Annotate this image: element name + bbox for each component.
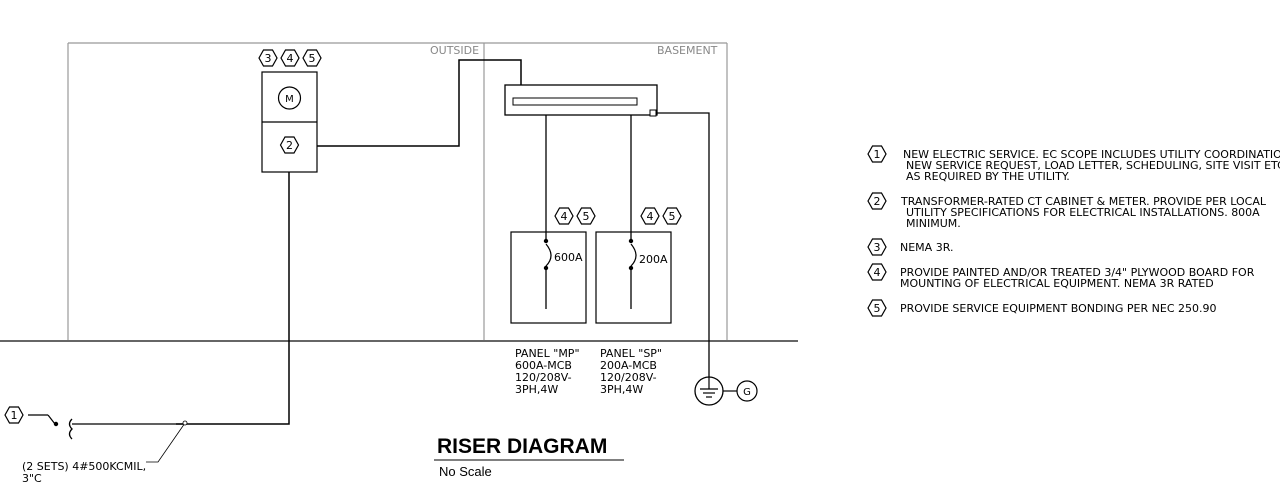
meter-tag-5: 5: [309, 52, 316, 65]
svg-text:5: 5: [583, 210, 590, 223]
leader-line: [146, 422, 186, 463]
grounding-conductor: [657, 112, 710, 377]
note-1: 1 NEW ELECTRIC SERVICE. EC SCOPE INCLUDE…: [867, 145, 1280, 183]
panel-mp-tags: 4 5: [554, 207, 596, 225]
diagram-title: RISER DIAGRAM: [437, 435, 607, 458]
svg-text:120/208V-: 120/208V-: [515, 371, 572, 384]
building-outline: [67, 42, 728, 340]
panel-mp-breaker: 600A: [554, 251, 583, 264]
service-tag: 1: [4, 406, 24, 424]
svg-text:NEMA 3R.: NEMA 3R.: [900, 241, 953, 254]
ct-tag: 2: [279, 136, 300, 154]
meter-tag-3: 3: [265, 52, 272, 65]
svg-text:TRANSFORMER-RATED CT CABINET &: TRANSFORMER-RATED CT CABINET & METER. PR…: [900, 195, 1267, 208]
svg-text:MOUNTING OF ELECTRICAL EQUIPME: MOUNTING OF ELECTRICAL EQUIPMENT. NEMA 3…: [900, 277, 1214, 290]
svg-text:PROVIDE SERVICE EQUIPMENT BOND: PROVIDE SERVICE EQUIPMENT BONDING PER NE…: [900, 302, 1217, 315]
note-2: 2 TRANSFORMER-RATED CT CABINET & METER. …: [867, 192, 1267, 230]
svg-text:5: 5: [874, 302, 881, 315]
feeder-meter-to-wireway: [317, 59, 522, 147]
svg-text:PANEL "MP": PANEL "MP": [515, 347, 580, 360]
svg-text:NEW SERVICE REQUEST, LOAD LETT: NEW SERVICE REQUEST, LOAD LETTER, SCHEDU…: [906, 159, 1280, 172]
panel-sp-label: PANEL "SP" 200A-MCB 120/208V- 3PH,4W: [600, 347, 662, 396]
meter-icon: [277, 86, 302, 110]
wireway: [504, 84, 658, 117]
feeder-label-line1: (2 SETS) 4#500KCMIL,: [22, 460, 146, 473]
ground-tag-icon: [736, 380, 758, 402]
ground-icon: [694, 376, 724, 406]
svg-text:3PH,4W: 3PH,4W: [515, 383, 558, 396]
note-5: 5 PROVIDE SERVICE EQUIPMENT BONDING PER …: [867, 299, 1217, 317]
feeder-label-line2: 3"C: [22, 472, 42, 485]
service-conductor: [176, 172, 290, 425]
meter-tags: 3 4 5: [258, 49, 322, 67]
panel-mp-label: PANEL "MP" 600A-MCB 120/208V- 3PH,4W: [515, 347, 580, 396]
svg-text:NEW ELECTRIC SERVICE. EC SCOPE: NEW ELECTRIC SERVICE. EC SCOPE INCLUDES …: [903, 148, 1280, 161]
scale-label: No Scale: [439, 464, 492, 479]
svg-text:4: 4: [874, 266, 881, 279]
zone-label-basement: BASEMENT: [657, 44, 718, 57]
svg-text:4: 4: [647, 210, 654, 223]
note-3: 3 NEMA 3R.: [867, 238, 953, 256]
svg-text:PROVIDE PAINTED AND/OR TREATED: PROVIDE PAINTED AND/OR TREATED 3/4" PLYW…: [900, 266, 1255, 279]
breaker-icon: [630, 243, 637, 267]
svg-text:4: 4: [561, 210, 568, 223]
svg-text:5: 5: [669, 210, 676, 223]
svg-text:3: 3: [874, 241, 881, 254]
svg-text:2: 2: [286, 139, 293, 152]
breaker-icon: [545, 243, 552, 267]
meter-symbol: M: [285, 94, 294, 105]
panel-mp: 600A: [510, 115, 587, 324]
panel-sp-breaker: 200A: [639, 253, 668, 266]
svg-text:3PH,4W: 3PH,4W: [600, 383, 643, 396]
svg-text:PANEL "SP": PANEL "SP": [600, 347, 662, 360]
svg-text:AS REQUIRED BY THE UTILITY.: AS REQUIRED BY THE UTILITY.: [906, 170, 1070, 183]
ground-tag: G: [743, 387, 751, 398]
svg-text:600A-MCB: 600A-MCB: [515, 359, 572, 372]
svg-text:UTILITY SPECIFICATIONS FOR ELE: UTILITY SPECIFICATIONS FOR ELECTRICAL IN…: [906, 206, 1260, 219]
break-symbol: [68, 418, 73, 440]
keyed-notes: 1 NEW ELECTRIC SERVICE. EC SCOPE INCLUDE…: [867, 145, 1280, 317]
svg-text:MINIMUM.: MINIMUM.: [906, 217, 961, 230]
panel-sp-tags: 4 5: [640, 207, 682, 225]
zone-label-outside: OUTSIDE: [430, 44, 479, 57]
note-4: 4 PROVIDE PAINTED AND/OR TREATED 3/4" PL…: [867, 263, 1255, 290]
svg-text:2: 2: [874, 195, 881, 208]
meter-cabinet: M 2: [261, 71, 318, 173]
svg-text:1: 1: [874, 148, 881, 161]
svg-text:1: 1: [11, 409, 18, 422]
svg-text:200A-MCB: 200A-MCB: [600, 359, 657, 372]
meter-tag-4: 4: [287, 52, 294, 65]
svg-text:120/208V-: 120/208V-: [600, 371, 657, 384]
panel-sp: 200A: [595, 115, 672, 324]
